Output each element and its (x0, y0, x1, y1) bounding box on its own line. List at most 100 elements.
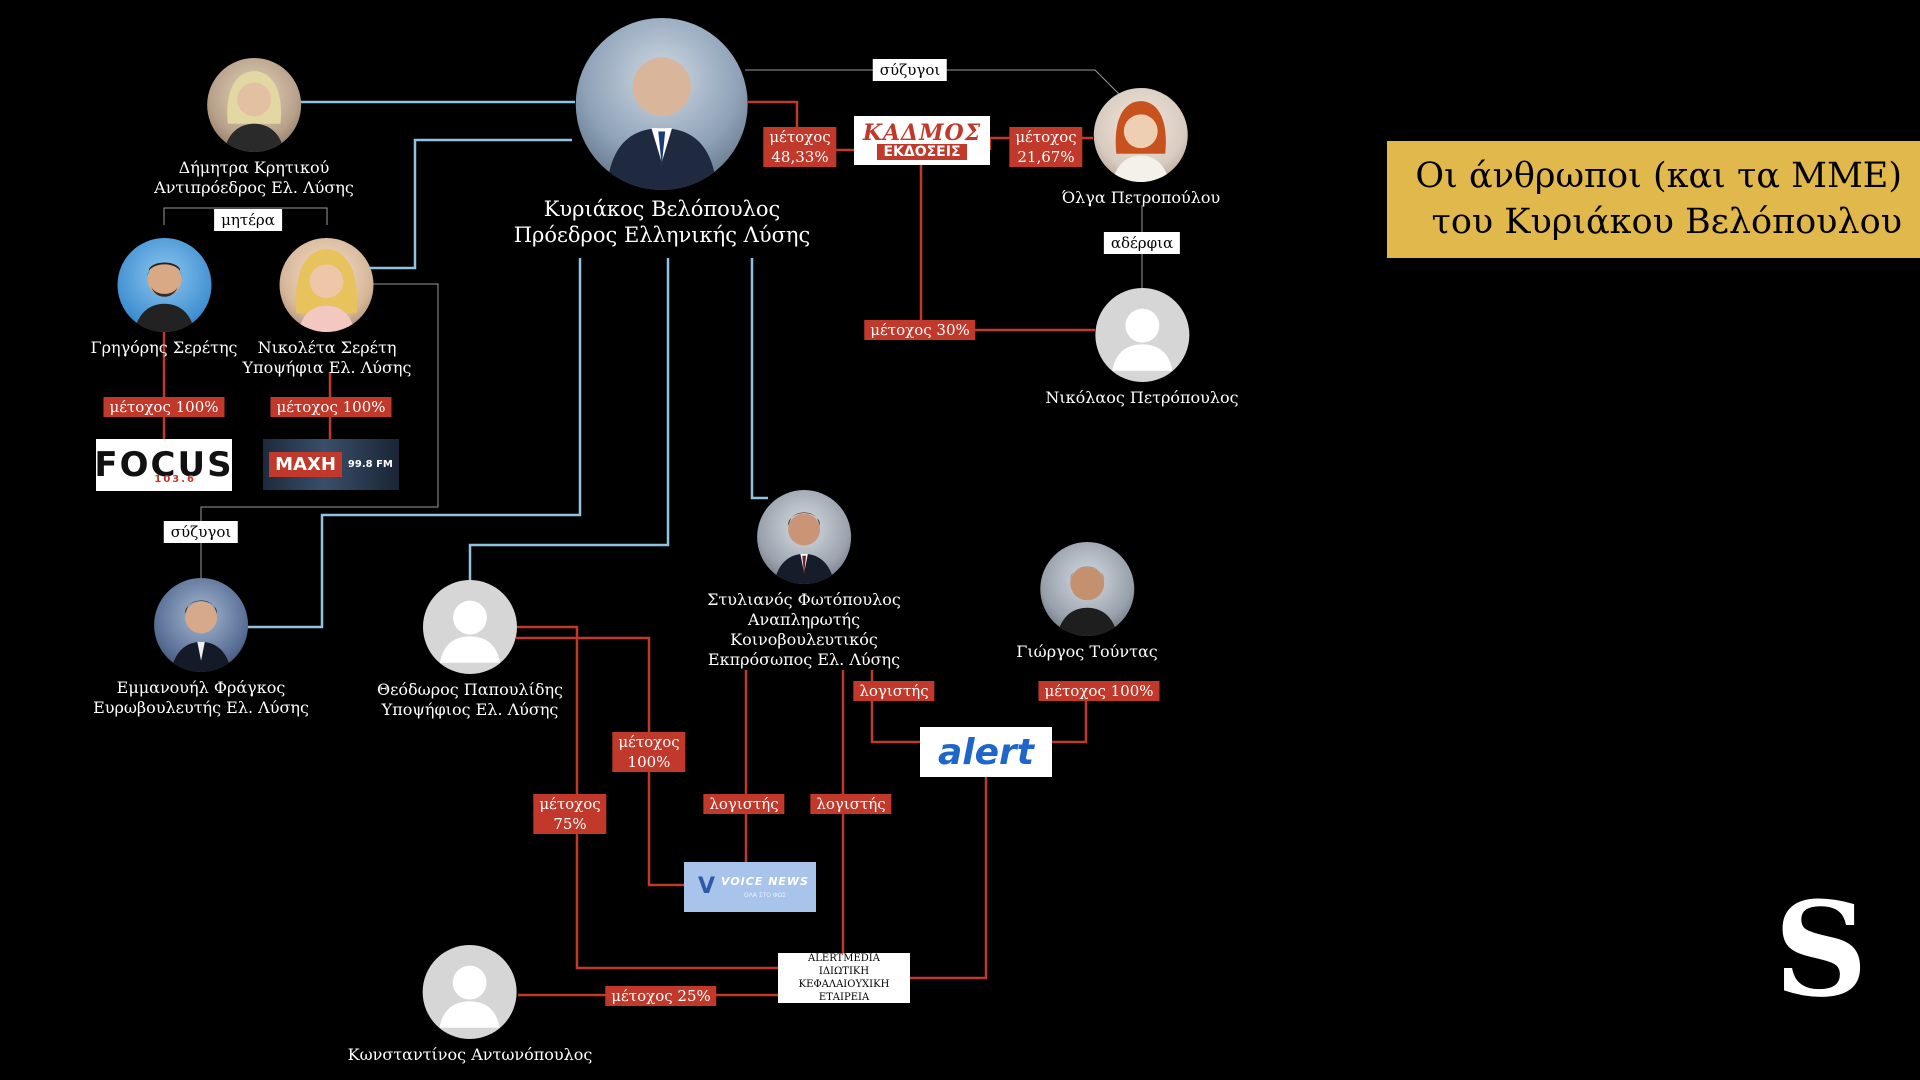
avatar-fragkos (153, 578, 248, 672)
logo-alert-text: alert (937, 731, 1034, 773)
tag-fotopoulos-alert: λογιστής (853, 681, 935, 701)
logo-voice-sub: ΟΛΑ ΣΤΟ ΦΩΣ (743, 892, 787, 899)
role-velopoulos: Πρόεδρος Ελληνικής Λύσης (513, 223, 811, 247)
title-line1: Οι άνθρωποι (και τα ΜΜΕ) (1415, 156, 1902, 196)
avatar-kritikou (207, 58, 301, 152)
logo-voice-v: V (698, 874, 716, 899)
person-photo-icon (773, 512, 835, 584)
default-user-icon (1111, 308, 1173, 371)
logo-focus-sub: 103.6 (154, 474, 196, 485)
person-olga: Όλγα Πετροπούλου (1062, 88, 1220, 208)
person-antonopoulos: Κωνσταντίνος Αντωνόπουλος (347, 945, 593, 1065)
logo-focus-text: FOCUS (96, 445, 232, 485)
link-tountas-alert (1050, 690, 1088, 744)
tag-fotopoulos-alertmedia: λογιστής (810, 794, 892, 814)
tag-fotopoulos-voice: λογιστής (703, 794, 785, 814)
avatar-olga (1094, 88, 1188, 182)
logo-maxi-freq: 99.8 FM (347, 459, 393, 470)
person-fragkos: Εμμανουήλ Φράγκος Ευρωβουλευτής Ελ. Λύση… (93, 578, 309, 718)
avatar-tountas (1039, 542, 1134, 636)
tag-papoulidis-alertmedia-line2: 75% (553, 815, 587, 833)
person-photo-icon (1056, 566, 1118, 636)
link-velopoulos-papoulidis (468, 258, 670, 582)
role-fragkos: Ευρωβουλευτής Ελ. Λύσης (93, 698, 309, 717)
tag-velo-kadmos-line1: μέτοχος (769, 128, 831, 146)
default-user-icon (439, 965, 501, 1028)
name-fotopoulos: Στυλιανός Φωτόπουλος (707, 590, 901, 609)
person-photo-icon (606, 57, 718, 190)
relation-spouses-top: σύζυγοι (872, 59, 948, 81)
tag-olga-kadmos-line2: 21,67% (1017, 148, 1075, 166)
logo-kadmos-top: ΚΑΔΜΟΣ (862, 119, 982, 146)
name-nikoleta: Νικολέτα Σερέτη (257, 338, 397, 357)
tag-grigoris-focus: μέτοχος 100% (103, 397, 225, 417)
company-line3: ΚΕΦΑΛΑΙΟΥΧΙΚΗ (798, 979, 890, 990)
avatar-fotopoulos (757, 490, 851, 584)
tag-velo-kadmos: μέτοχος 48,33% (763, 127, 837, 167)
person-photo-icon (223, 71, 285, 152)
avatar-velopoulos (575, 18, 748, 190)
name-kritikou: Δήμητρα Κρητικού (178, 158, 330, 177)
person-photo-icon (170, 600, 232, 672)
link-mother (163, 207, 328, 225)
tag-papoulidis-voice-line1: μέτοχος (618, 733, 680, 751)
role-fotopoulos-1: Αναπληρωτής (747, 610, 861, 629)
tag-velo-kadmos-line2: 48,33% (771, 148, 829, 166)
tag-olga-kadmos-line1: μέτοχος (1015, 128, 1077, 146)
logo-maxi: ΜΑΧΗ 99.8 FM (263, 439, 399, 490)
logo-kadmos-bottom: ΕΚΔΟΣΕΙΣ (877, 143, 967, 160)
logo-focus: FOCUS 103.6 (96, 439, 232, 491)
tag-papoulidis-alertmedia: μέτοχος 75% (533, 794, 607, 834)
name-tountas: Γιώργος Τούντας (1016, 642, 1158, 661)
person-grigoris: Γρηγόρης Σερέτης (90, 238, 238, 358)
name-antonopoulos: Κωνσταντίνος Αντωνόπουλος (347, 1045, 593, 1064)
name-fragkos: Εμμανουήλ Φράγκος (116, 678, 286, 697)
avatar-antonopoulos (423, 945, 517, 1039)
tag-papoulidis-alertmedia-line1: μέτοχος (539, 795, 601, 813)
tag-olga-kadmos: μέτοχος 21,67% (1009, 127, 1083, 167)
logo-kadmos: ΚΑΔΜΟΣ ΕΚΔΟΣΕΙΣ (854, 116, 990, 165)
tag-papoulidis-voice-line2: 100% (627, 753, 671, 771)
link-alert-alertmedia (910, 777, 988, 980)
person-photo-icon (296, 249, 358, 332)
relation-spouses-left: σύζυγοι (163, 521, 239, 543)
role-kritikou: Αντιπρόεδρος Ελ. Λύσης (154, 178, 354, 197)
avatar-nikolaos (1095, 288, 1189, 382)
logo-maxi-text: ΜΑΧΗ (269, 452, 342, 477)
title-line2: του Κυριάκου Βελόπουλου (1431, 202, 1902, 242)
role-fotopoulos-3: Εκπρόσωπος Ελ. Λύσης (707, 650, 901, 669)
name-nikolaos: Νικόλαος Πετρόπουλος (1045, 388, 1239, 407)
company-line4: ΕΤΑΙΡΕΙΑ (818, 992, 870, 1003)
relation-siblings: αδέρφια (1103, 232, 1181, 254)
logo-voice-text: VOICE NEWS (721, 875, 809, 888)
avatar-nikoleta (279, 238, 374, 332)
company-line2: ΙΔΙΩΤΙΚΗ (818, 966, 870, 977)
avatar-grigoris (117, 238, 211, 332)
person-photo-icon (133, 262, 195, 332)
name-papoulidis: Θεόδωρος Παπουλίδης (376, 680, 564, 699)
title-box: Οι άνθρωποι (και τα ΜΜΕ) του Κυριάκου Βε… (1387, 141, 1920, 258)
tag-antonopoulos-alertmedia: μέτοχος 25% (605, 986, 717, 1006)
tag-papoulidis-voice: μέτοχος 100% (612, 732, 686, 772)
tag-tountas-alert: μέτοχος 100% (1038, 681, 1160, 701)
link-velopoulos-nikoleta (365, 138, 572, 270)
name-olga: Όλγα Πετροπούλου (1061, 188, 1221, 207)
link-velopoulos-fotopoulos (750, 258, 768, 500)
role-fotopoulos-2: Κοινοβουλευτικός (730, 630, 878, 649)
default-user-icon (439, 600, 501, 663)
tag-nikoleta-maxi: μέτοχος 100% (270, 397, 392, 417)
person-fotopoulos: Στυλιανός Φωτόπουλος Αναπληρωτής Κοινοβο… (707, 490, 901, 670)
logo-alert: alert (920, 727, 1052, 777)
person-nikolaos: Νικόλαος Πετρόπουλος (1045, 288, 1239, 408)
link-velopoulos-fragkos (246, 258, 582, 629)
person-photo-icon (1112, 101, 1170, 182)
name-grigoris: Γρηγόρης Σερέτης (90, 338, 238, 357)
person-papoulidis: Θεόδωρος Παπουλίδης Υποψήφιος Ελ. Λύσης (377, 580, 563, 720)
company-line1: ALERTMEDIA (808, 953, 880, 964)
avatar-papoulidis (423, 580, 517, 674)
relation-mother: μητέρα (214, 209, 282, 231)
brand-logo-icon: S (1774, 873, 1868, 1026)
company-alertmedia: ALERTMEDIA ΙΔΙΩΤΙΚΗ ΚΕΦΑΛΑΙΟΥΧΙΚΗ ΕΤΑΙΡΕ… (778, 953, 910, 1003)
person-tountas: Γιώργος Τούντας (1016, 542, 1158, 662)
role-papoulidis: Υποψήφιος Ελ. Λύσης (381, 700, 559, 719)
